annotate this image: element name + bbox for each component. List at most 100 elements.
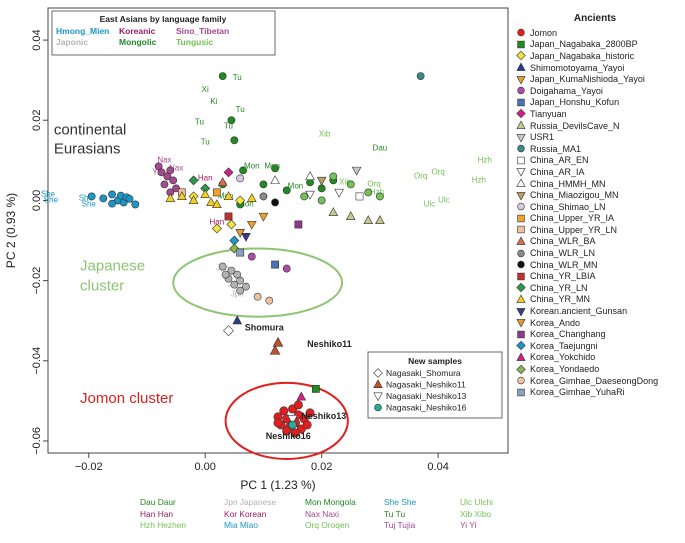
population-label: Hzh (370, 187, 384, 196)
population-label: Dau (373, 143, 388, 152)
legend-marker-shape (516, 120, 526, 129)
data-point (172, 184, 181, 193)
population-label: She (79, 193, 94, 202)
legend-marker-shape (516, 51, 526, 61)
population-label: Mon (238, 199, 254, 208)
ancients-legend-item: China_WLR_BA (515, 236, 685, 248)
ancients-legend-label: China_YR_LN (530, 282, 588, 293)
legend-marker-shape (517, 226, 525, 234)
ancients-legend-marker (516, 319, 526, 328)
ancients-legend-marker (517, 29, 525, 37)
ancients-legend-label: Korea_Gimhae_DaeseongDong (530, 375, 659, 386)
ancients-legend-label: Russia_MA1 (530, 143, 582, 154)
data-point (271, 198, 279, 207)
jomon-cluster-ellipse (224, 381, 349, 461)
ancients-legend-marker (516, 51, 526, 61)
ancients-legend-marker (516, 178, 526, 187)
ancients-legend-label: Tianyuan (530, 108, 567, 119)
data-point (218, 262, 227, 271)
ancients-legend-label: Jomon (530, 27, 558, 38)
data-point (305, 171, 315, 180)
population-label: Orq (414, 171, 427, 180)
new-samples-legend-box (367, 351, 503, 419)
abbreviation-legend-item: Jpn Japanese (224, 497, 277, 507)
ancients-legend-label: China_WLR_LN (530, 248, 596, 259)
legend-marker-shape (517, 376, 525, 385)
east-asians-legend-item: Mongolic (119, 37, 157, 47)
data-point (247, 252, 256, 261)
y-axis-label: PC 2 (0.93 %) (4, 193, 18, 268)
ancients-legend-item: Korea_Yokchido (515, 352, 685, 364)
legend-marker-shape (516, 62, 526, 71)
ancients-legend-marker (517, 388, 525, 396)
ancients-legend-label: USR1 (530, 132, 555, 143)
new-samples-legend-title: New samples (408, 356, 462, 366)
legend-marker-shape (517, 29, 525, 37)
data-point (125, 194, 134, 203)
population-label: She (82, 199, 97, 208)
population-label: Ulc (438, 195, 450, 204)
abbreviation-legend-item: Mon Mongola (305, 497, 356, 507)
ancients-legend-item: Japan_Nagabaka_2800BP (515, 39, 685, 51)
data-point (108, 190, 116, 199)
legend-marker-shape (516, 283, 526, 293)
ancients-legend-item: China_WLR_MN (515, 259, 685, 271)
data-point (273, 418, 283, 428)
legend-marker-shape (517, 388, 525, 396)
legend-marker-shape (517, 203, 525, 211)
data-point (108, 199, 116, 208)
east-asians-legend-box (51, 10, 276, 56)
legend-marker-shape (516, 236, 526, 245)
legend-marker-shape (517, 156, 525, 165)
x-tick-label: 0.02 (311, 461, 332, 473)
ancients-legend-item: China_Upper_YR_LN (515, 224, 685, 236)
ancients-legend-item: China_YR_LBIA (515, 270, 685, 282)
annotation-shomura: Shomura (245, 323, 285, 333)
ancients-legend-title: Ancients (573, 13, 617, 24)
abbreviation-legend-item: Nax Naxi (305, 508, 339, 519)
ancients-legend-marker (516, 352, 526, 361)
population-label: Orq (367, 179, 380, 188)
abbreviation-legend-item: Yi Yi (460, 520, 477, 530)
data-point (212, 199, 222, 208)
abbreviation-legend-item: Tuj Tujia (384, 520, 416, 530)
ancients-legend-item: China_HMMH_MN (515, 178, 685, 190)
population-label: Hzh (478, 155, 492, 164)
legend-marker-shape (517, 330, 525, 338)
data-point (334, 188, 344, 198)
x-axis-label: PC 1 (1.23 %) (240, 478, 315, 492)
population-label: Xi (202, 85, 209, 94)
ancients-legend-label: Japan_Honshu_Kofun (530, 97, 620, 108)
data-point (305, 408, 315, 418)
ancients-legend-label: Shimomotoyama_Yayoi (530, 62, 625, 73)
data-point (329, 172, 338, 181)
legend-marker-shape (516, 75, 526, 85)
data-point (270, 175, 280, 184)
new-sample-point (269, 344, 281, 355)
ancients-legend-item: Korea_Changhang (515, 328, 685, 340)
ancients-legend-label: China_Upper_YR_LN (530, 224, 618, 235)
population-label: Mon (288, 181, 304, 190)
ancients-legend-item: Japan_Honshu_Kofun (515, 97, 685, 109)
ancients-legend-item: Russia_MA1 (515, 143, 685, 155)
data-point (221, 270, 230, 279)
new-samples-legend-marker (374, 403, 382, 412)
east-asians-legend: East Asians by language familyHmong_Mien… (51, 10, 276, 56)
ancients-legend-marker (516, 75, 526, 85)
data-point (300, 192, 309, 201)
legend-marker-shape (516, 341, 526, 351)
new-sample-point (288, 420, 297, 430)
data-point (223, 167, 234, 178)
east-asians-legend-item: Sino_Tibetan (176, 26, 229, 36)
data-point (311, 384, 320, 393)
data-point (363, 215, 374, 225)
japanese-cluster-ellipse (172, 247, 344, 318)
east-asians-legend-item: Tungusic (176, 37, 213, 47)
ancients-legend-item: Doigahama_Yayoi (515, 85, 685, 97)
annotation-continental: continental (54, 121, 127, 138)
data-point (235, 228, 245, 238)
data-point (188, 195, 199, 204)
ancients-legend-label: Japan_Nagabaka_2800BP (530, 39, 638, 50)
data-point (375, 192, 384, 201)
new-samples-legend-marker (373, 379, 383, 388)
